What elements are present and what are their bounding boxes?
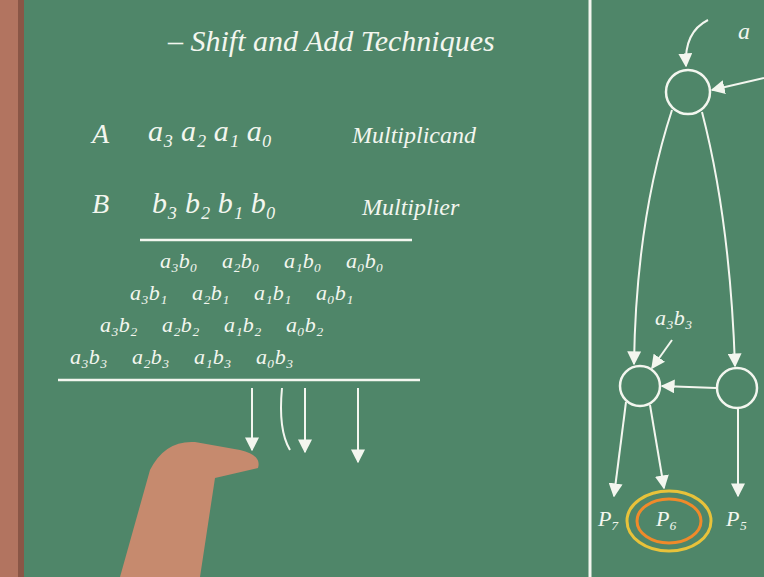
operand-name: B (92, 188, 109, 220)
partial-product: a₁b₁ (254, 280, 291, 305)
adder-circle (666, 70, 710, 114)
partial-product: a₃b₀ (160, 248, 197, 273)
column-arrow (304, 388, 306, 452)
partial-product: a₁b₃ (194, 344, 231, 369)
board-frame-edge (18, 0, 24, 577)
operand-bits: b₃ b₂ b₁ b₀ (152, 186, 276, 221)
partial-product: a₀b₃ (256, 344, 293, 369)
sum-rule (140, 239, 412, 242)
heading: – Shift and Add Techniques (168, 24, 495, 59)
output-label: P₇ (598, 506, 619, 531)
input-arrow (652, 340, 672, 368)
output-arrow (650, 405, 664, 488)
partial-product: a₂b₂ (162, 312, 199, 337)
laser-ring (637, 499, 701, 543)
output-label: P₆ (656, 506, 677, 531)
operand-role: Multiplier (362, 194, 459, 222)
column-arrow (357, 388, 359, 462)
input-arrow (686, 20, 708, 66)
input-arrow (712, 78, 764, 90)
partial-product: a₃b₁ (130, 280, 167, 305)
partial-product: a₂b₃ (132, 344, 169, 369)
operand-bits: a₃ a₂ a₁ a₀ (148, 114, 272, 149)
carry-arrow (662, 386, 716, 388)
partial-product: a₀b₂ (286, 312, 323, 337)
output-arrow (614, 402, 626, 496)
column-arrow (251, 388, 253, 450)
adder-circle (620, 366, 660, 406)
sum-rule (58, 379, 420, 382)
operand-name: A (92, 118, 109, 150)
partial-product: a₂b₀ (222, 248, 259, 273)
partial-product: a₁b₂ (224, 312, 261, 337)
partial-product: a₂b₁ (192, 280, 229, 305)
output-label: P₅ (726, 506, 747, 531)
input-label: a (738, 18, 750, 46)
partial-product: a₁b₀ (284, 248, 321, 273)
partial-product: a₀b₁ (316, 280, 353, 305)
laser-ring (627, 491, 711, 551)
partial-product: a₃b₂ (100, 312, 137, 337)
adder-circle (717, 368, 757, 408)
column-curve (281, 388, 290, 450)
output-arrow (737, 409, 739, 496)
operand-role: Multiplicand (352, 122, 476, 150)
input-label: a₃b₃ (655, 305, 692, 330)
partial-product: a₃b₃ (70, 344, 107, 369)
partial-product: a₀b₀ (346, 248, 383, 273)
carry-arrow (702, 112, 735, 366)
hand (120, 442, 259, 577)
divider-line (589, 0, 592, 577)
